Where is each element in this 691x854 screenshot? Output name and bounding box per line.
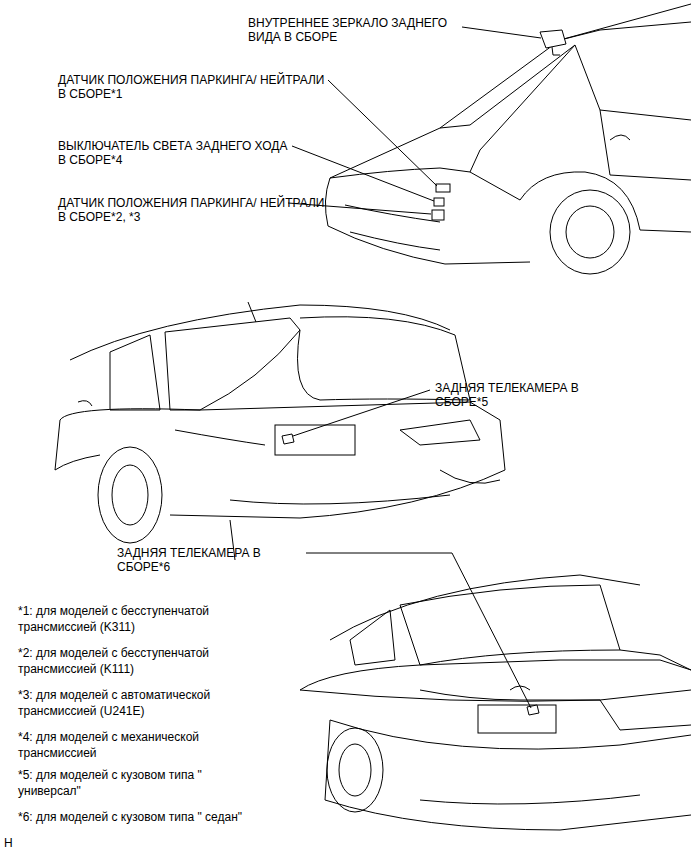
footnote: *5: для моделей с кузовом типа " универс… <box>18 767 258 799</box>
part-label: ДАТЧИК ПОЛОЖЕНИЯ ПАРКИНГА/ НЕЙТРАЛИ В СБ… <box>58 196 330 224</box>
footnote: *4: для моделей с механической трансмисс… <box>18 729 258 761</box>
footnote: *1: для моделей с бесступенчатой трансми… <box>18 603 258 635</box>
wagon-car-illustration <box>55 302 505 560</box>
part-label: ВНУТРЕННЕЕ ЗЕРКАЛО ЗАДНЕГО ВИДА В СБОРЕ <box>248 16 470 44</box>
footnote: *3: для моделей с автоматической трансми… <box>18 687 258 719</box>
part-label: ЗАДНЯЯ ТЕЛЕКАМЕРА В СБОРЕ*5 <box>435 381 625 409</box>
part-label: ДАТЧИК ПОЛОЖЕНИЯ ПАРКИНГА/ НЕЙТРАЛИ В СБ… <box>58 73 330 101</box>
front-car-illustration <box>325 4 691 274</box>
part-label: ЗАДНЯЯ ТЕЛЕКАМЕРА В СБОРЕ*6 <box>117 546 307 574</box>
footnote: *2: для моделей с бесступенчатой трансми… <box>18 645 258 677</box>
footnote: *6: для моделей с кузовом типа " седан" <box>18 809 258 825</box>
part-label: ВЫКЛЮЧАТЕЛЬ СВЕТА ЗАДНЕГО ХОДА В СБОРЕ*4 <box>58 139 294 167</box>
leader-lines <box>288 27 541 708</box>
sedan-car-illustration <box>300 575 691 830</box>
figure-code: H <box>4 836 24 850</box>
